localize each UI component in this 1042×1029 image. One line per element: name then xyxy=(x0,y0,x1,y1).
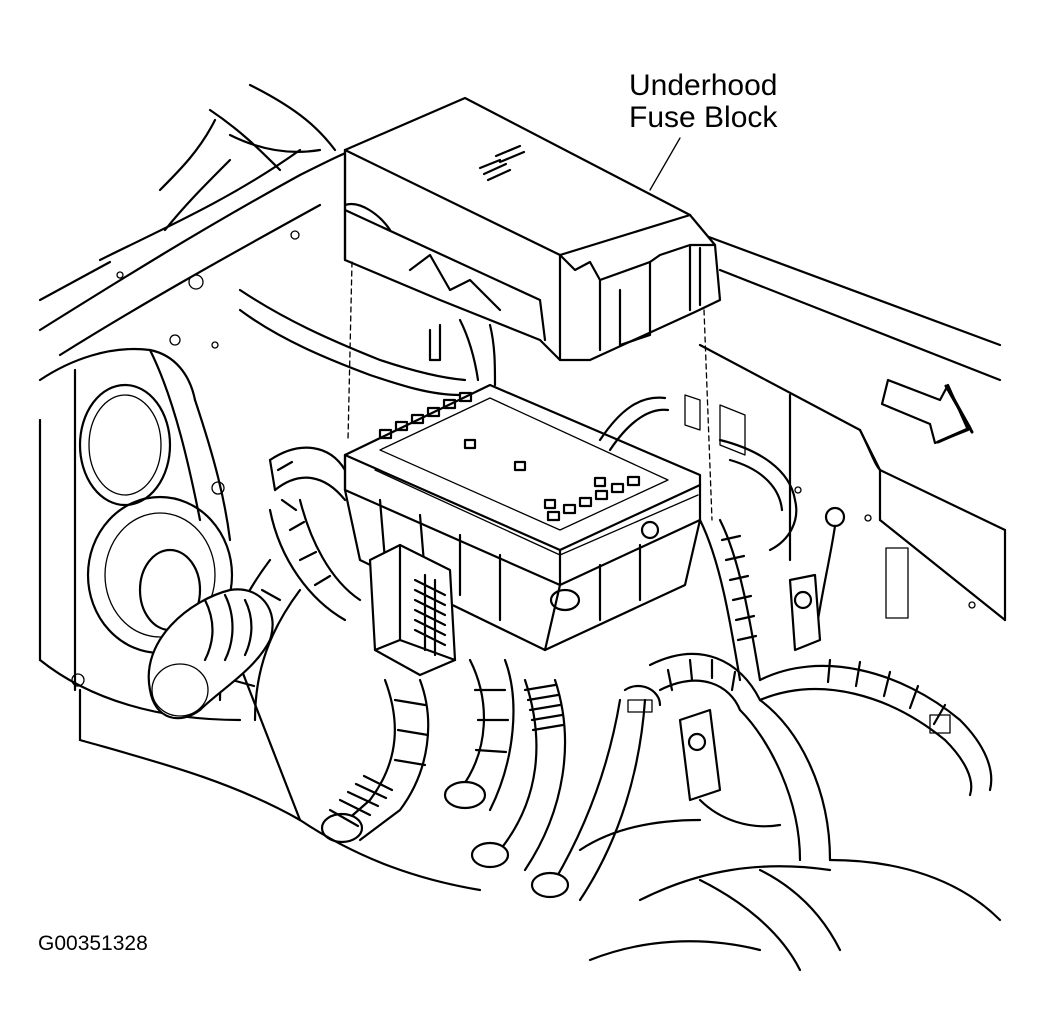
figure-id: G00351328 xyxy=(38,932,148,955)
callout-leader-line xyxy=(649,137,681,191)
wiring-harness-right xyxy=(598,394,993,797)
hose-left xyxy=(147,588,274,720)
frame-rail xyxy=(38,83,362,357)
explode-lines xyxy=(347,261,713,521)
lower-body-contours xyxy=(298,818,1002,972)
fuse-block-base xyxy=(343,383,702,652)
fuse-block-callout: Underhood Fuse Block xyxy=(629,70,777,134)
callout-line-2: Fuse Block xyxy=(629,101,778,134)
ground-terminals xyxy=(578,506,846,852)
wiring-harness-front xyxy=(320,652,832,902)
harness-connector xyxy=(368,543,457,677)
fuse-block-cover xyxy=(343,96,722,362)
left-strut-tower xyxy=(38,348,302,822)
right-body-panel xyxy=(688,228,1007,622)
callout-line-1: Underhood xyxy=(629,69,778,102)
forward-arrow-icon xyxy=(880,378,974,445)
